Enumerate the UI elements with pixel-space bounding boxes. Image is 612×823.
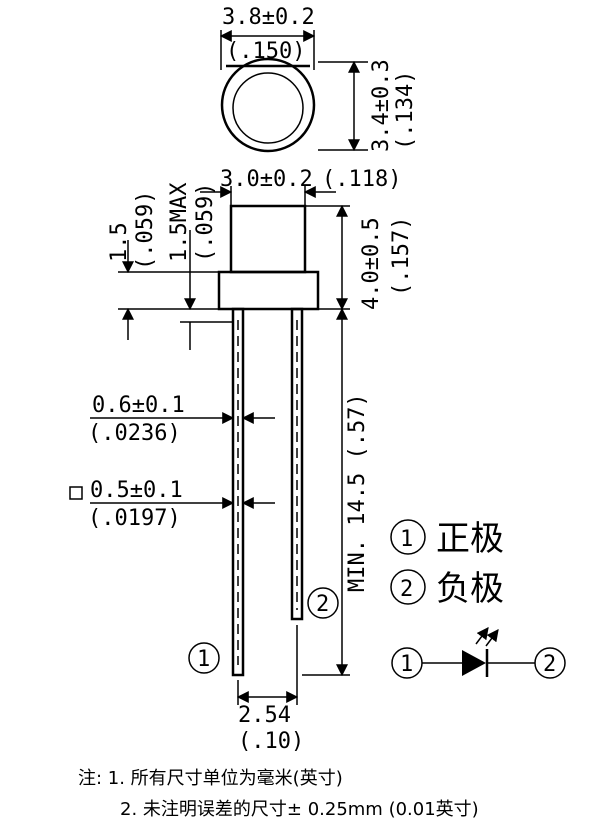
lead-length-dim: MIN. 14.5 (.57) — [345, 393, 370, 592]
pitch-inch: (.10) — [238, 729, 304, 754]
led-schematic-symbol: 1 2 — [391, 627, 566, 679]
flange-max-inch: (.059) — [193, 183, 218, 262]
pin-legend: 1 正极 2 负极 — [390, 519, 504, 609]
lead-square-dim: 0.5±0.1 — [90, 478, 183, 503]
lead-anode — [231, 307, 245, 677]
lead-cathode — [290, 307, 304, 621]
cap-width-inch: (.118) — [322, 167, 401, 192]
lead-width-dim: 0.6±0.1 — [92, 393, 185, 418]
legend-pin2-circle — [390, 569, 426, 605]
legend-pin2-num: 2 — [400, 577, 413, 602]
lead-width-inch: (.0236) — [88, 421, 181, 446]
pin1-marker-circle — [188, 642, 220, 674]
flange-max-dim: 1.5MAX — [167, 182, 192, 262]
notes: 注: 1. 所有尺寸单位为毫米(英寸) 2. 未注明误差的尺寸± 0.25mm … — [78, 768, 479, 820]
symbol-pin1-num: 1 — [400, 652, 413, 677]
legend-pin2-label: 负极 — [436, 569, 504, 609]
note-line-1: 注: 1. 所有尺寸单位为毫米(英寸) — [78, 768, 343, 789]
pitch-dim: 2.54 — [238, 703, 291, 728]
diode-triangle-icon — [462, 650, 486, 676]
cap-width-dim: 3.0±0.2 — [220, 167, 313, 192]
legend-pin1-num: 1 — [400, 527, 413, 552]
symbol-pin2-circle — [534, 647, 566, 679]
top-height-dim: 3.4±0.3 — [369, 59, 394, 152]
top-width-dim: 3.8±0.2 — [222, 5, 315, 30]
pin2-marker-circle — [307, 587, 339, 619]
lens-inner-circle — [232, 72, 304, 144]
led-cap — [229, 204, 307, 274]
flange-dim: 1.5 — [107, 222, 132, 262]
top-view: 3.8±0.2 (.150) 3.4±0.3 (.134) — [219, 5, 418, 153]
cap-height-dim: 4.0±0.5 — [359, 217, 384, 310]
lead-square-inch: (.0197) — [88, 506, 181, 531]
legend-pin1-circle — [390, 519, 426, 555]
side-view: 3.0±0.2 (.118) 4.0±0.5 (.157) MIN. 14.5 … — [69, 167, 414, 754]
square-section-icon — [69, 486, 83, 500]
lens-outer-circle — [220, 57, 316, 153]
top-width-inch: (.150) — [226, 39, 305, 64]
pin2-marker: 2 — [316, 592, 329, 617]
flange-inch: (.059) — [133, 191, 158, 270]
top-height-inch: (.134) — [393, 71, 418, 150]
led-flange — [217, 270, 320, 311]
cap-height-inch: (.157) — [389, 217, 414, 296]
pin1-marker: 1 — [197, 647, 210, 672]
symbol-pin2-num: 2 — [543, 652, 556, 677]
legend-pin1-label: 正极 — [436, 519, 504, 559]
note-line-2: 2. 未注明误差的尺寸± 0.25mm (0.01英寸) — [120, 799, 479, 820]
